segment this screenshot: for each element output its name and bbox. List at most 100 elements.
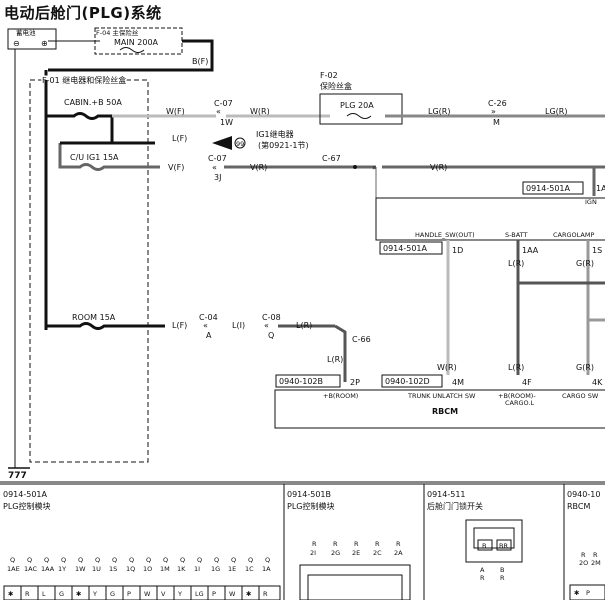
relay-code: 99 [236, 140, 244, 148]
p3-pin-b: B [482, 542, 486, 550]
p1-row-code: Y [92, 590, 97, 598]
panel2-name: PLG控制模块 [287, 501, 334, 511]
diagram-title: 电动后舱门(PLG)系统 [4, 4, 162, 22]
label-cargolamp: CARGOLAMP [553, 231, 594, 239]
battery-label: 蓄电池 [16, 28, 36, 37]
p1-pin-id: 1Q [126, 565, 135, 573]
pin-1a: 1A [596, 184, 605, 193]
p1-pin-color: Q [248, 556, 253, 564]
p1-row-code: G [110, 590, 115, 598]
p1-pin-color: Q [231, 556, 236, 564]
p3-pin-id-a: A [480, 566, 485, 574]
label-rbcm: RBCM [432, 407, 458, 416]
plg-module-top: 0914-501A 1A IGN HANDLE_SW(OUT) S-BATT C… [375, 167, 605, 255]
conn-c26: C-26 [488, 99, 507, 108]
p1-pin-color: Q [27, 556, 32, 564]
wire-lr2: L(R) [327, 355, 343, 364]
box-0940-102d: 0940-102D [385, 377, 430, 386]
pin-1aa: 1AA [522, 246, 539, 255]
p1-pin-id: 1AC [24, 565, 37, 573]
p1-pin-color: Q [163, 556, 168, 564]
label-trunk-unlatch: TRUNK UNLATCH SW [407, 392, 476, 400]
pin-2p: 2P [350, 378, 360, 387]
p1-pin-id: 1G [211, 565, 220, 573]
p1-pin-id: 1AA [41, 565, 55, 573]
pin-1s: 1S [592, 246, 602, 255]
p1-pin-color: Q [197, 556, 202, 564]
label-cargo-sw: CARGO SW [562, 392, 599, 400]
p1-row-code: W [144, 590, 151, 598]
pin-ign: IGN [585, 198, 597, 206]
p1-pin-color: Q [214, 556, 219, 564]
svg-text:»: » [372, 163, 377, 172]
wire-wr2: W(R) [437, 363, 457, 372]
wire-lr4: L(R) [508, 363, 524, 372]
p2-pin-color: R [396, 540, 401, 548]
label-cargo-l: CARGO.L [505, 399, 534, 407]
p1-pin-color: Q [129, 556, 134, 564]
p1-pin-id: 1S [109, 565, 117, 573]
p2-pin-id: 2C [373, 549, 382, 557]
conn-c26-pin: M [493, 118, 500, 127]
p2-pin-id: 2E [352, 549, 360, 557]
wire-lgr2: LG(R) [545, 107, 567, 116]
p1-row-code: R [263, 590, 268, 598]
p1-row-code: L [42, 590, 46, 598]
p1-pin-id: 1Y [58, 565, 66, 573]
rbcm-module: 0940-102B 2P 0940-102D 4M 4F 4K +B(ROOM)… [274, 374, 605, 429]
relay-section: (第0921-1节) [258, 140, 309, 150]
plg-fuse: F-02 保险丝盒 PLG 20A [319, 71, 403, 125]
panel1-name: PLG控制模块 [3, 501, 50, 511]
conn-c66: C-66 [352, 335, 371, 344]
wire-lf2: L(F) [172, 321, 187, 330]
p1-pin-id: 1W [75, 565, 86, 573]
bottom-panels: 0914-501A PLG控制模块 0914-501B PLG控制模块 0914… [0, 483, 605, 600]
label-handle-sw: HANDLE_SW(OUT) [415, 231, 475, 239]
p4-color-1: R [593, 551, 598, 559]
wire-bf: B(F) [192, 57, 208, 66]
panel4-code: 0940-10 [567, 490, 600, 499]
main-fuse: F-04 主保险丝 MAIN 200A [94, 27, 183, 55]
plg-code: F-02 [320, 71, 338, 80]
p4-row-1: P [586, 589, 590, 597]
p4-row-0: ✱ [574, 589, 579, 597]
panel3-name: 后舱门门锁开关 [427, 501, 483, 511]
conn-c07b: C-07 [208, 154, 227, 163]
p1-row-code: P [212, 590, 216, 598]
p1-row-code: R [25, 590, 30, 598]
wire-gr2: G(R) [576, 363, 594, 372]
p4-id-1: 2M [591, 559, 601, 567]
p1-pin-color: Q [265, 556, 270, 564]
conn-c07-pin: 1W [220, 118, 233, 127]
panel1-code: 0914-501A [3, 490, 48, 499]
conn-c08-pin: Q [268, 331, 274, 340]
battery-plus: ⊕ [41, 39, 48, 48]
fuse-room: ROOM 15A [72, 313, 116, 322]
p1-row-code: Y [177, 590, 182, 598]
p1-pin-color: Q [146, 556, 151, 564]
box-0914-501a: 0914-501A [526, 184, 571, 193]
fuse-cabin: CABIN.+B 50A [64, 98, 122, 107]
plg-fuse-name: PLG 20A [340, 101, 374, 110]
p1-pin-id: 1I [194, 565, 200, 573]
p1-pin-color: Q [180, 556, 185, 564]
p1-pin-color: Q [95, 556, 100, 564]
panel2-code: 0914-501B [287, 490, 331, 499]
plg-box-label: 保险丝盒 [320, 81, 352, 91]
box-0940-102b: 0940-102B [279, 377, 323, 386]
p1-row-code: W [229, 590, 236, 598]
conn-c67: C-67 [322, 154, 341, 163]
wire-vr: V(R) [250, 163, 267, 172]
p3-pin-br: BR [499, 542, 508, 550]
main-fuse-code: F-04 主保险丝 [96, 28, 139, 37]
wire-lr3: L(R) [508, 259, 524, 268]
relay-fuse-box: F-01 继电器和保险丝盒 [29, 74, 149, 463]
p1-pin-id: 1O [143, 565, 152, 573]
p1-pin-id: 1M [160, 565, 170, 573]
p1-pin-id: 1AE [7, 565, 20, 573]
pin-1d: 1D [452, 246, 463, 255]
wire-li: L(I) [232, 321, 245, 330]
p2-pin-id: 2A [394, 549, 403, 557]
conn-c04: C-04 [199, 313, 218, 322]
